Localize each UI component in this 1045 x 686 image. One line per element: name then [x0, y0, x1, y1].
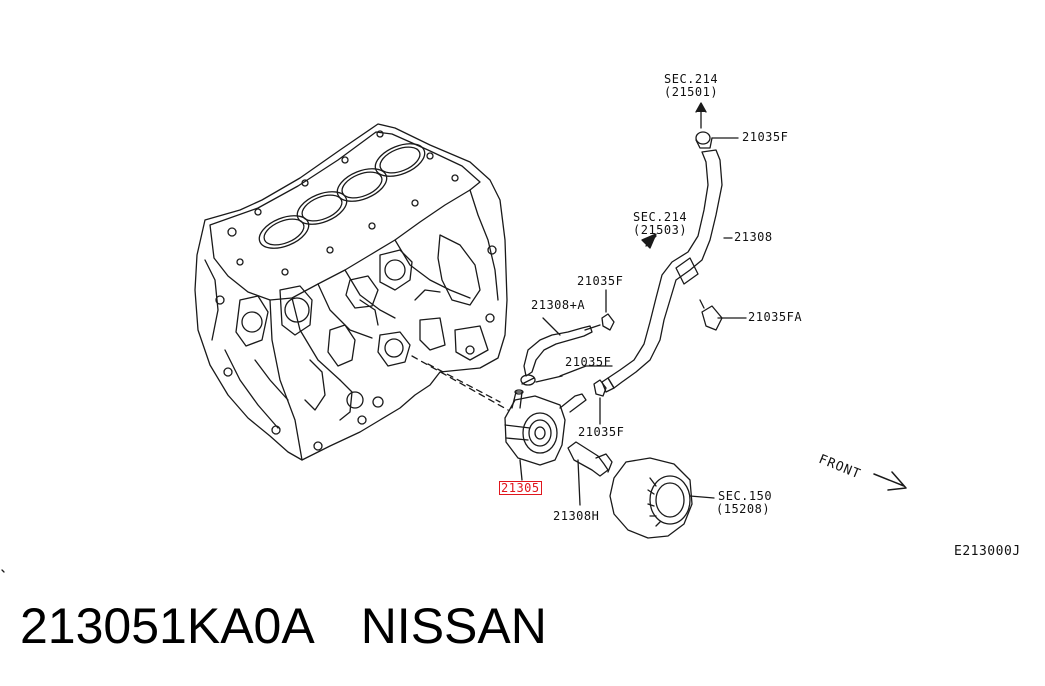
label-21035f-mid: 21035F: [577, 274, 624, 288]
leader-21305: [519, 459, 523, 481]
front-arrow: [873, 471, 907, 491]
connector-21308h-illustration: [567, 441, 613, 506]
oil-cooler-illustration: [504, 389, 587, 466]
mount-leader-dashed: [411, 355, 509, 411]
clamp-21035f-bottom-illustration: [593, 379, 607, 425]
part-caption: 213051KA0A NISSAN: [20, 596, 547, 656]
label-sec214-top: SEC.214: [664, 72, 719, 86]
label-sec214-mid: SEC.214: [633, 210, 688, 224]
label-21035f-bottom: 21035F: [578, 425, 625, 439]
label-sec214-top-ref: (21501): [664, 85, 719, 99]
clamp-21035fa-illustration: [699, 299, 747, 331]
clamp-21035f-top-illustration: [695, 131, 739, 149]
clamp-21035f-mid-illustration: [601, 289, 615, 331]
label-21308: 21308: [734, 230, 773, 244]
label-sec150: SEC.150: [718, 489, 773, 503]
engine-block-illustration: [194, 123, 508, 461]
label-21035fa: 21035FA: [748, 310, 803, 324]
label-21308h: 21308H: [553, 509, 600, 523]
drawing-code: E213000J: [954, 544, 1021, 559]
brand-name: NISSAN: [360, 598, 547, 654]
hose-21308-illustration: [601, 149, 733, 393]
label-21035f-low: 21035F: [565, 355, 612, 369]
mount-leader-dashed-2: [427, 363, 501, 403]
hose-21308a-illustration: [523, 317, 601, 377]
part-number: 213051KA0A: [20, 598, 315, 654]
oil-filter-illustration: [609, 457, 715, 539]
label-21308a: 21308+A: [531, 298, 586, 312]
label-21305-highlighted[interactable]: 21305: [499, 481, 542, 495]
label-21035f-top: 21035F: [742, 130, 789, 144]
label-sec150-ref: (15208): [716, 502, 771, 516]
leader-21035f-low: [559, 365, 613, 377]
clamp-21035f-low-illustration: [520, 374, 563, 386]
label-sec214-mid-ref: (21503): [633, 223, 688, 237]
